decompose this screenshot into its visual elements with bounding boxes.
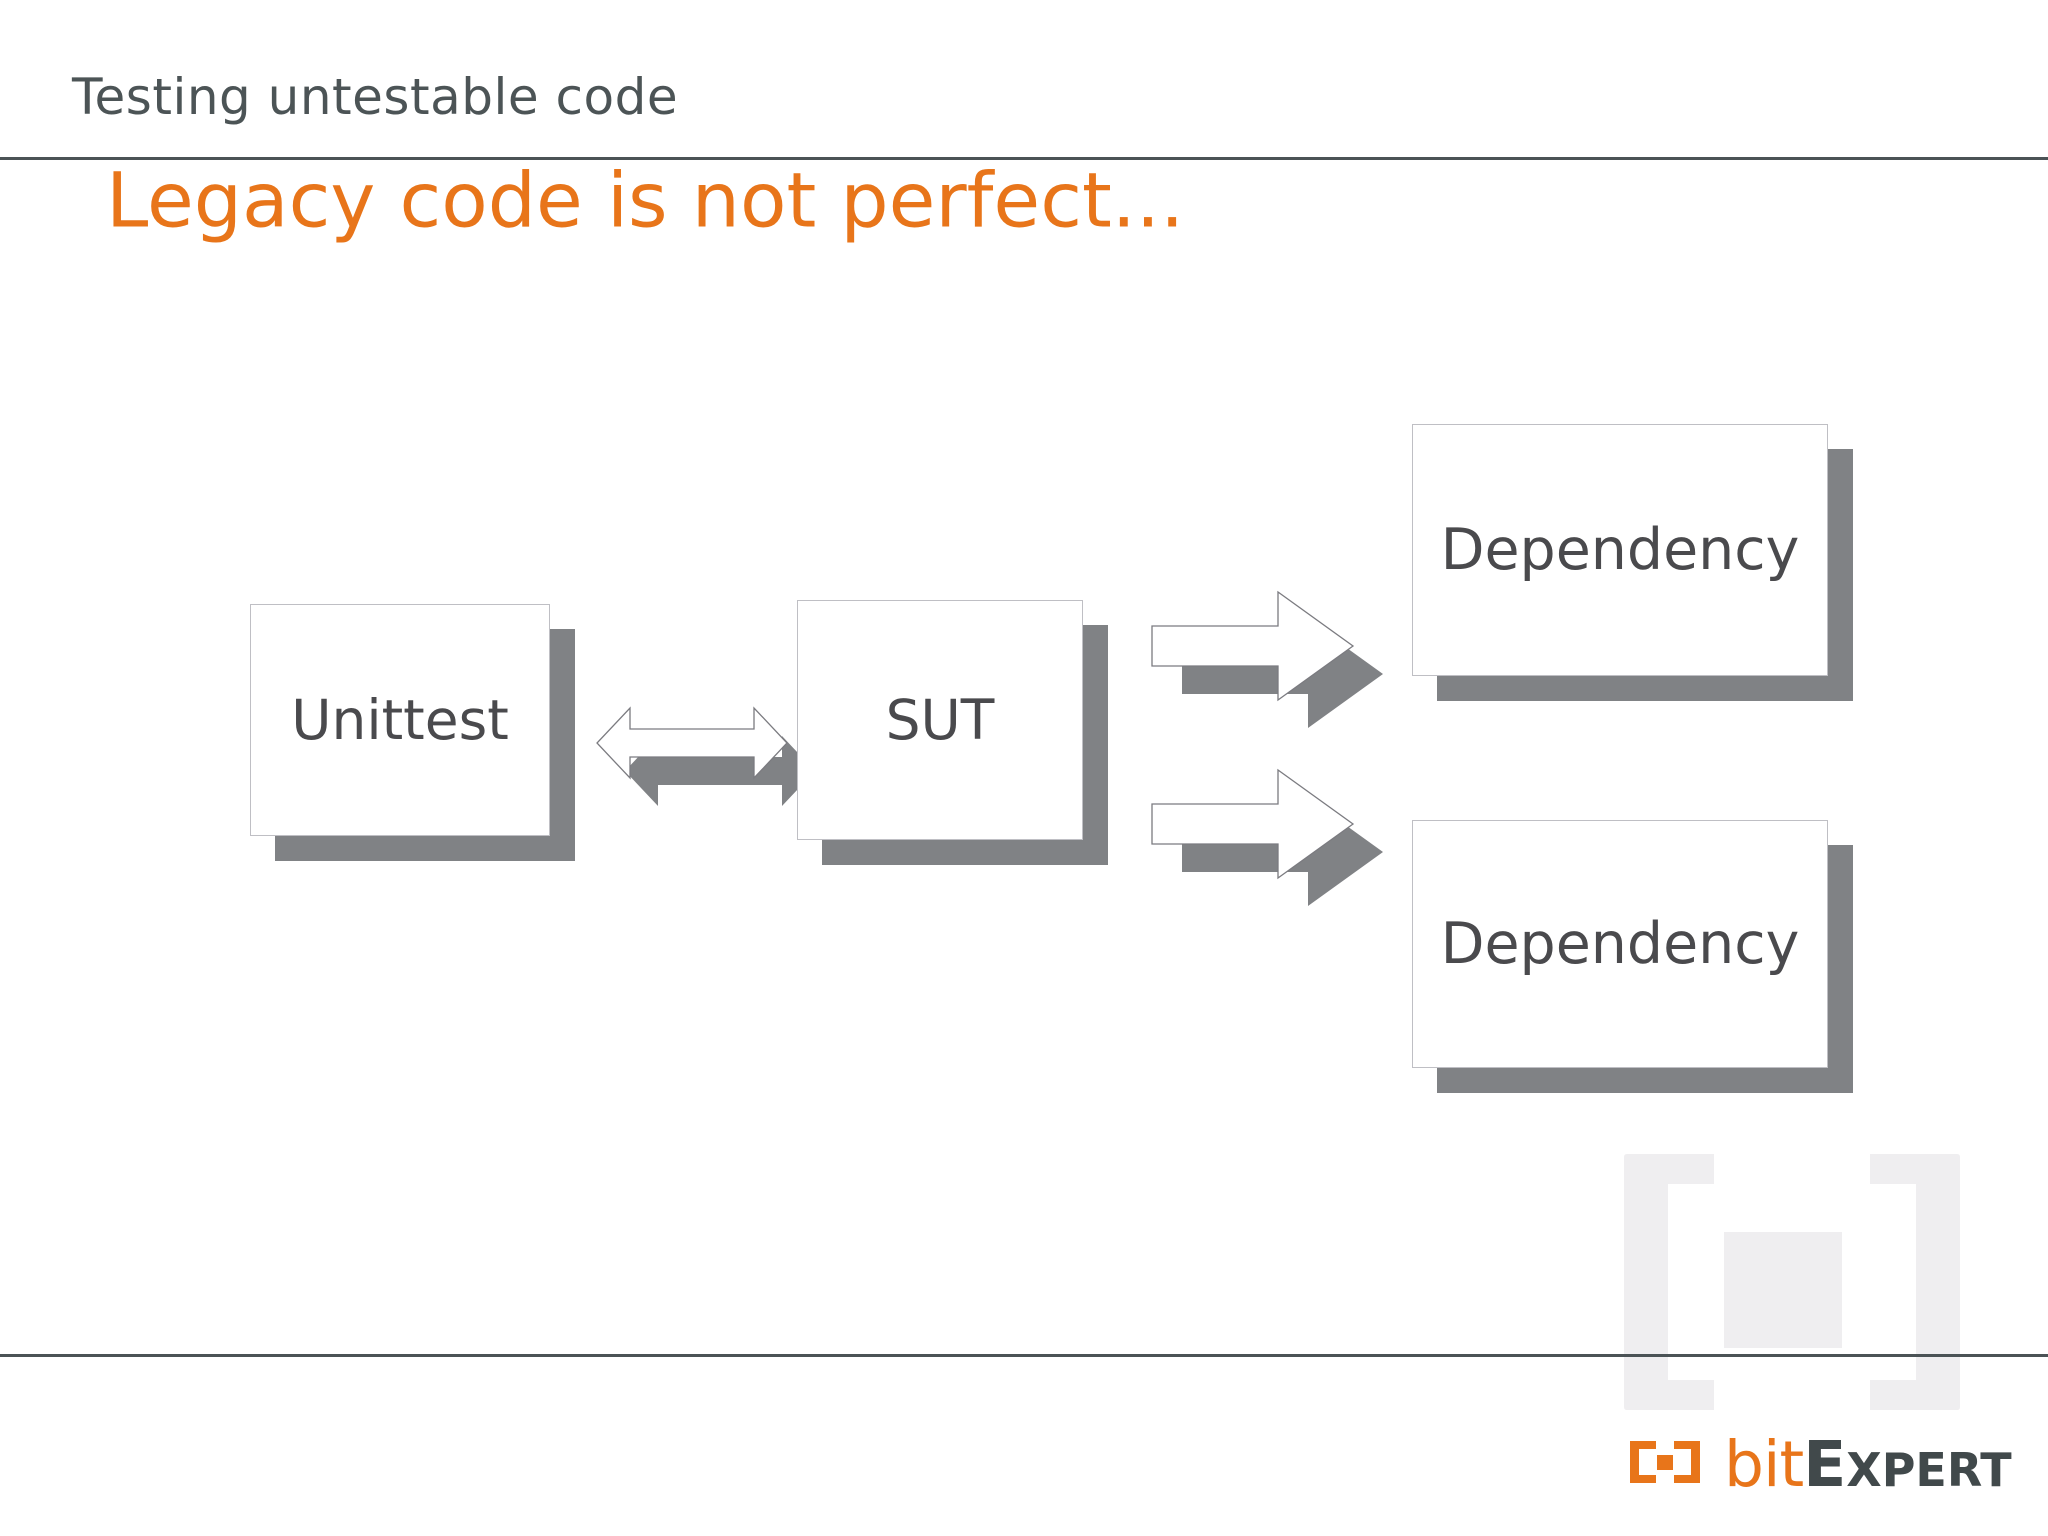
right-arrow-face — [1151, 768, 1355, 880]
slide-header-title: Testing untestable code — [72, 68, 679, 126]
diagram-box-sut: SUT — [797, 600, 1108, 865]
bitexpert-bracket-icon — [1626, 1439, 1704, 1489]
brand-expert-rest: XPERT — [1846, 1442, 2012, 1497]
page-title: Legacy code is not perfect... — [106, 155, 1185, 245]
bidirectional-arrow-icon — [592, 682, 815, 822]
right-arrow-icon-1 — [1148, 584, 1383, 728]
bidirectional-arrow-face — [596, 706, 788, 780]
box-face: Dependency — [1412, 424, 1828, 676]
box-face: Dependency — [1412, 820, 1828, 1068]
bitexpert-watermark-icon — [1622, 1152, 1962, 1412]
bidirectional-arrow-shadow — [625, 736, 815, 806]
box-label-sut: SUT — [885, 688, 995, 752]
diagram-box-dependency-1: Dependency — [1412, 424, 1853, 701]
footer-divider — [0, 1354, 2048, 1357]
box-label-dependency-2: Dependency — [1440, 911, 1800, 977]
brand-name-bit: bit — [1724, 1427, 1804, 1501]
box-label-dependency-1: Dependency — [1440, 517, 1800, 583]
brand-expert-initial: E — [1803, 1427, 1847, 1501]
box-face: Unittest — [250, 604, 550, 836]
right-arrow-face — [1151, 590, 1355, 702]
box-label-unittest: Unittest — [291, 688, 509, 752]
header-divider — [0, 157, 2048, 160]
diagram-box-dependency-2: Dependency — [1412, 820, 1853, 1093]
diagram-box-unittest: Unittest — [250, 604, 575, 861]
right-arrow-icon-2 — [1148, 762, 1383, 906]
box-face: SUT — [797, 600, 1083, 840]
